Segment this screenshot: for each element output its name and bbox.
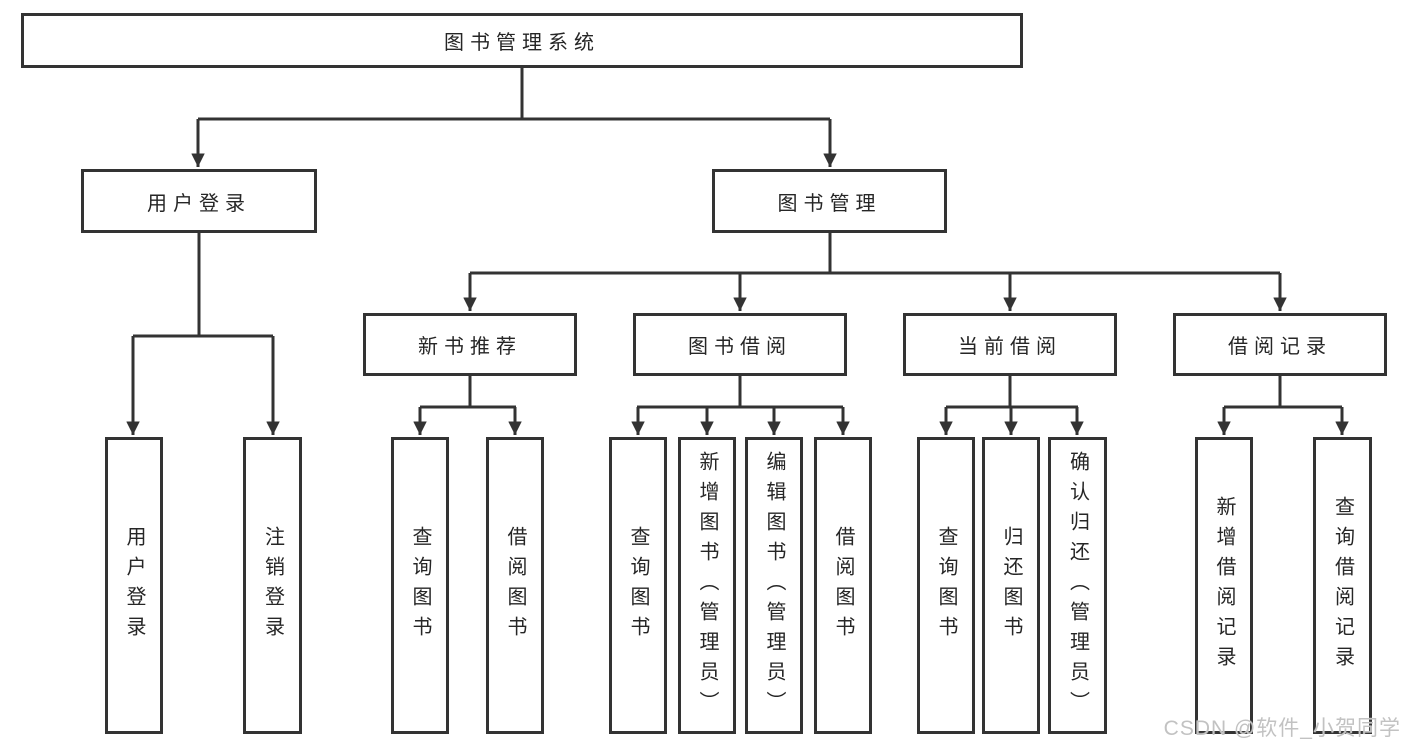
- leaf-user-login: 用户登录: [105, 437, 163, 734]
- leaf-logout: 注销登录: [243, 437, 302, 734]
- leaf-add-borrow-record: 新增借阅记录: [1195, 437, 1253, 734]
- leaf-add-book-admin: 新增图书（管理员）: [678, 437, 736, 734]
- node-new-book-recommendation: 新书推荐: [363, 313, 577, 376]
- node-borrowing-records: 借阅记录: [1173, 313, 1387, 376]
- csdn-watermark: CSDN @软件_小贺同学: [1163, 717, 1401, 740]
- node-book-borrowing: 图书借阅: [633, 313, 847, 376]
- node-root-system: 图书管理系统: [21, 13, 1023, 68]
- node-book-management: 图书管理: [712, 169, 947, 233]
- leaf-edit-book-admin: 编辑图书（管理员）: [745, 437, 803, 734]
- leaf-query-books-recommend: 查询图书: [391, 437, 449, 734]
- leaf-query-borrow-record: 查询借阅记录: [1313, 437, 1372, 734]
- leaf-borrow-books-borrowing: 借阅图书: [814, 437, 872, 734]
- leaf-query-books-borrowing: 查询图书: [609, 437, 667, 734]
- node-user-login: 用户登录: [81, 169, 317, 233]
- leaf-query-books-current: 查询图书: [917, 437, 975, 734]
- node-current-borrowing: 当前借阅: [903, 313, 1117, 376]
- leaf-borrow-books-recommend: 借阅图书: [486, 437, 544, 734]
- leaf-confirm-return-admin: 确认归还（管理员）: [1048, 437, 1107, 734]
- leaf-return-book: 归还图书: [982, 437, 1040, 734]
